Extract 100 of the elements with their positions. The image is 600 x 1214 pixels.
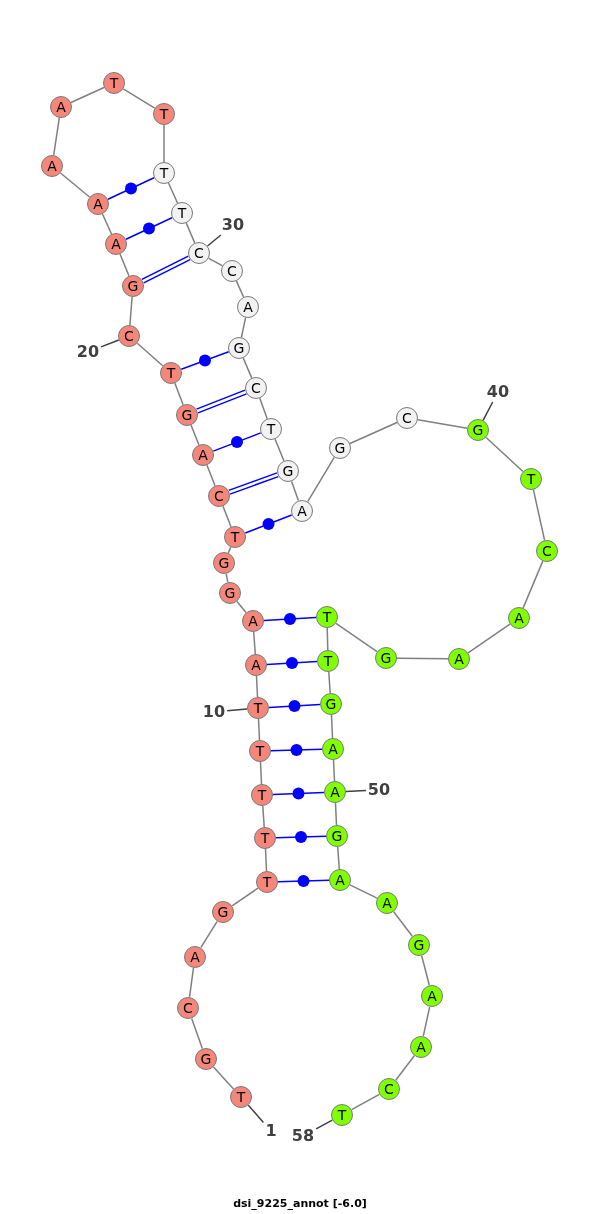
nucleotide-circle: C (536, 540, 558, 562)
nucleotide-circle: T (251, 784, 273, 806)
nucleotide-circle: G (329, 437, 351, 459)
position-number: 20 (76, 344, 100, 360)
backbone-line (332, 759, 336, 782)
position-number: 1 (265, 1123, 277, 1139)
nucleotide-circle: T (247, 697, 269, 719)
nucleotide-circle: G (219, 582, 241, 604)
nucleotide-circle: C (396, 407, 418, 429)
nucleotide-circle: T (254, 827, 276, 849)
backbone-line (59, 172, 91, 198)
nucleotide-circle: A (41, 155, 63, 177)
backbone-line (188, 967, 195, 998)
position-number: 10 (202, 704, 226, 720)
backbone-line (70, 86, 105, 104)
backbone-line (259, 397, 268, 420)
backbone-line (206, 464, 216, 487)
base-pair-line (266, 657, 318, 669)
base-pair-line (263, 613, 317, 625)
backbone-line (396, 657, 449, 660)
base-pair-line (141, 255, 191, 284)
base-pair-line (107, 176, 155, 201)
leader-line (247, 1104, 265, 1124)
backbone-line (422, 1006, 431, 1037)
nucleotide-circle: G (467, 419, 489, 441)
nucleotide-circle: T (520, 468, 542, 490)
nucleotide-circle: G (195, 1048, 217, 1070)
base-pair-line (180, 351, 230, 370)
backbone-line (328, 671, 331, 694)
backbone-line (336, 846, 341, 870)
backbone-line (240, 316, 247, 339)
leader-line (226, 708, 248, 712)
backbone-line (532, 488, 546, 542)
backbone-line (167, 182, 179, 204)
backbone-line (212, 1066, 235, 1090)
backbone-line (163, 124, 165, 163)
nucleotide-circle: A (105, 233, 127, 255)
nucleotide-circle: G (375, 647, 397, 669)
nucleotide-circle: C (378, 1078, 400, 1100)
backbone-line (417, 419, 468, 429)
backbone-line (306, 456, 336, 503)
nucleotide-circle: G (326, 825, 348, 847)
backbone-line (349, 421, 398, 445)
nucleotide-circle: A (87, 193, 109, 215)
nucleotide-circle: T (256, 871, 278, 893)
backbone-line (231, 887, 259, 907)
nucleotide-circle: T (224, 526, 246, 548)
backbone-line (350, 1093, 381, 1111)
nucleotide-circle: A (322, 738, 344, 760)
backbone-line (207, 257, 224, 267)
base-pair-line (277, 875, 330, 887)
nucleotide-circle: C (177, 997, 199, 1019)
backbone-line (420, 954, 431, 987)
nucleotide-circle: G (212, 901, 234, 923)
base-pair-line (270, 744, 323, 756)
backbone-line (190, 424, 200, 446)
nucleotide-circle: A (376, 892, 398, 914)
nucleotide-circle: C (208, 485, 230, 507)
backbone-line (122, 88, 156, 109)
backbone-line (262, 805, 265, 828)
backbone-line (225, 573, 229, 583)
nucleotide-circle: G (408, 934, 430, 956)
backbone-line (394, 1054, 416, 1082)
base-pair-line (272, 787, 325, 800)
backbone-line (349, 884, 378, 899)
leader-line (206, 234, 222, 247)
nucleotide-circle: C (188, 242, 210, 264)
backbone-line (335, 622, 378, 653)
nucleotide-circle: T (171, 202, 193, 224)
leader-line (482, 401, 494, 422)
nucleotide-circle: T (331, 1104, 353, 1126)
backbone-line (392, 910, 414, 938)
position-number: 30 (221, 217, 245, 233)
backbone-line (190, 1017, 204, 1050)
backbone-line (485, 436, 524, 473)
nucleotide-circle: T (153, 162, 175, 184)
backbone-line (259, 761, 263, 785)
backbone-line (334, 802, 338, 826)
nucleotide-circle: A (508, 607, 530, 629)
position-number: 40 (486, 384, 510, 400)
backbone-line (52, 117, 61, 156)
base-pair-line (212, 432, 262, 452)
nucleotide-circle: G (213, 552, 235, 574)
backbone-line (101, 213, 113, 235)
caption: dsi_9225_annot [-6.0] (233, 1198, 367, 1209)
nucleotide-circle: A (192, 444, 214, 466)
base-pair-line (275, 831, 327, 843)
backbone-line (257, 718, 261, 741)
position-number: 58 (291, 1128, 315, 1144)
nucleotide-circle: T (103, 72, 125, 94)
nucleotide-circle: A (245, 654, 267, 676)
backbone-line (522, 560, 544, 609)
nucleotide-circle: A (329, 869, 351, 891)
nucleotide-circle: T (160, 362, 182, 384)
backbone-line (274, 438, 285, 462)
nucleotide-circle: A (237, 296, 259, 318)
nucleotide-circle: C (221, 260, 243, 282)
nucleotide-circle: A (410, 1036, 432, 1058)
backbone-line (236, 600, 247, 614)
leader-line (100, 339, 120, 348)
